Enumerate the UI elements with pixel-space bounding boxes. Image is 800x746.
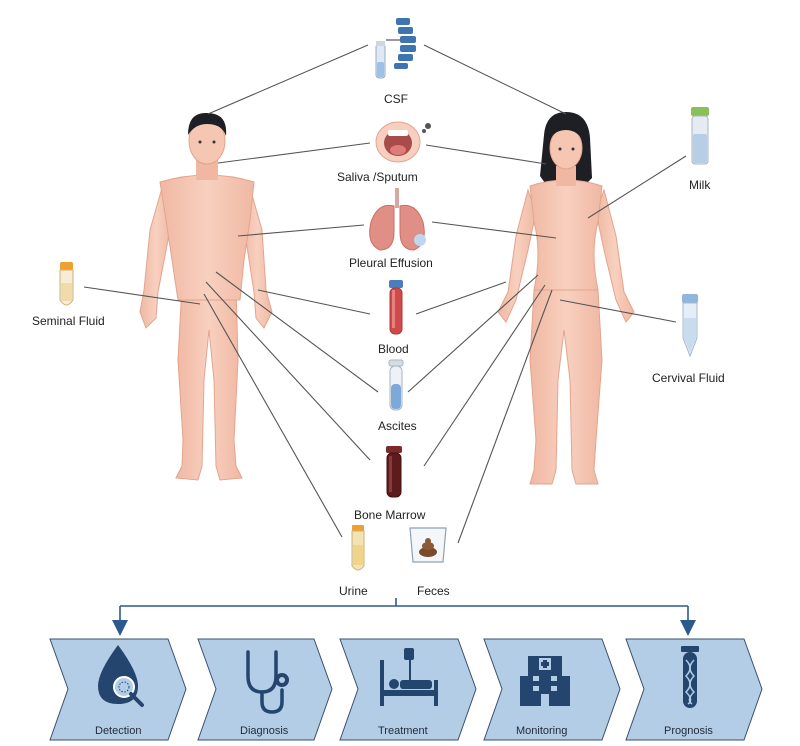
label-csf: CSF <box>384 92 408 106</box>
milk-tube-icon <box>691 107 709 165</box>
female-figure <box>497 112 635 485</box>
blood-tube-icon <box>389 280 403 335</box>
lungs-icon <box>369 188 426 251</box>
label-blood: Blood <box>378 342 409 356</box>
connector-lines <box>83 44 687 544</box>
magnifier-drop-icon <box>98 645 144 707</box>
label-feces: Feces <box>417 584 450 598</box>
cervical-tube-icon <box>682 294 698 358</box>
step-label-diagnosis: Diagnosis <box>240 725 289 737</box>
label-bone-marrow: Bone Marrow <box>354 508 426 522</box>
feces-beaker-icon <box>409 527 447 563</box>
label-seminal: Seminal Fluid <box>32 314 105 328</box>
label-saliva: Saliva /Sputum <box>337 170 418 184</box>
ascites-tube-icon <box>388 359 404 411</box>
label-cervical: Cervival Fluid <box>652 371 725 385</box>
hospital-bed-icon <box>380 648 438 706</box>
stethoscope-icon <box>246 650 289 714</box>
step-label-prognosis: Prognosis <box>664 725 713 737</box>
step-label-treatment: Treatment <box>378 725 428 737</box>
csf-icon <box>375 18 416 79</box>
saliva-icon <box>375 121 431 163</box>
label-milk: Milk <box>689 178 711 192</box>
label-ascites: Ascites <box>378 419 417 433</box>
step-label-monitoring: Monitoring <box>516 725 568 737</box>
bone-marrow-tube-icon <box>386 446 402 498</box>
flow-arrows <box>112 598 696 636</box>
seminal-tube-icon <box>59 262 74 306</box>
step-chevron-treatment <box>339 638 477 741</box>
step-chevron-diagnosis <box>197 638 333 741</box>
dna-tube-icon <box>681 646 699 708</box>
urine-tube-icon <box>351 525 365 571</box>
step-label-detection: Detection <box>95 725 142 737</box>
label-urine: Urine <box>339 584 368 598</box>
hospital-building-icon <box>520 656 570 706</box>
label-pleural: Pleural Effusion <box>349 256 433 270</box>
male-figure <box>139 112 273 481</box>
